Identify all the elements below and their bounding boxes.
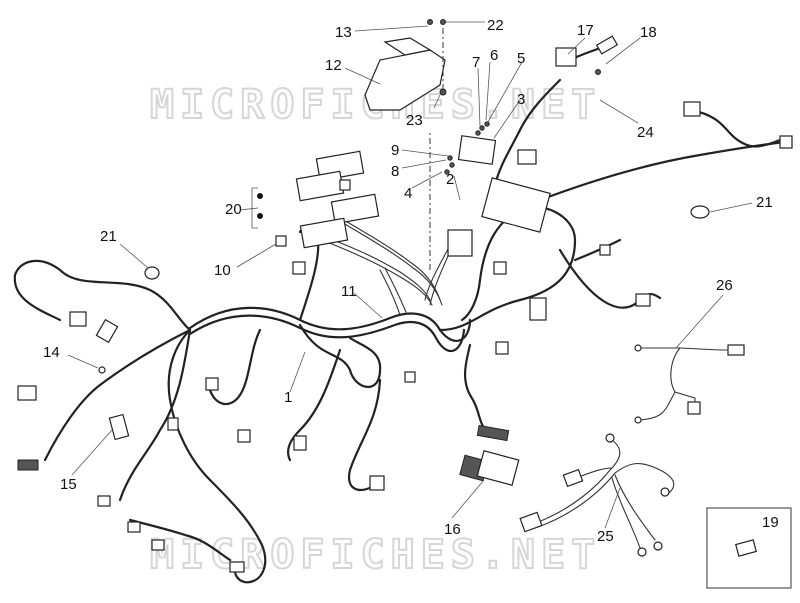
terminal-25c — [653, 541, 663, 551]
connector-i — [167, 417, 179, 431]
callout-23: 23 — [406, 112, 423, 129]
connector-w — [292, 261, 306, 275]
connector-a — [69, 311, 87, 327]
connector-j — [205, 377, 219, 391]
part-20-bracket — [251, 187, 263, 229]
relay-10 — [275, 235, 287, 247]
connector-u — [779, 135, 793, 149]
connector-v — [517, 149, 537, 165]
callout-6: 6 — [490, 47, 498, 64]
callout-21-right: 21 — [756, 194, 773, 211]
connector-k — [237, 429, 251, 443]
connector-g — [151, 539, 165, 551]
terminal-26a — [634, 344, 642, 352]
connector-m — [404, 371, 416, 383]
callout-3: 3 — [517, 91, 525, 108]
callout-8: 8 — [391, 163, 399, 180]
connector-25a — [519, 511, 543, 533]
main-harness — [13, 140, 787, 584]
callout-26: 26 — [716, 277, 733, 294]
connector-26a — [727, 344, 745, 356]
connector-r — [599, 244, 611, 256]
callouts: 1 2 3 4 5 6 7 8 9 10 11 12 13 14 15 16 1… — [43, 17, 779, 545]
connector-15 — [108, 413, 130, 441]
connector-p — [529, 297, 547, 321]
watermark-bottom: MICROFICHES.NET — [150, 532, 601, 578]
connector-c — [17, 385, 37, 401]
part-16 — [459, 424, 520, 486]
connector-25b — [562, 468, 584, 488]
connector-d — [17, 459, 39, 471]
callout-12: 12 — [325, 57, 342, 74]
connector-f — [127, 521, 141, 533]
callout-15: 15 — [60, 476, 77, 493]
connector-b — [95, 318, 119, 344]
leader-lines — [67, 21, 753, 529]
callout-1: 1 — [284, 389, 292, 406]
callout-24: 24 — [637, 124, 654, 141]
callout-20: 20 — [225, 201, 242, 218]
callout-5: 5 — [517, 50, 525, 67]
parts-17-18 — [555, 35, 619, 75]
connector-19 — [735, 539, 757, 557]
callout-13: 13 — [335, 24, 352, 41]
connector-o — [493, 261, 507, 275]
callout-4: 4 — [404, 185, 412, 202]
terminal-25a — [605, 433, 615, 443]
callout-14: 14 — [43, 344, 60, 361]
inset-box-19 — [706, 507, 792, 589]
connector-h — [229, 561, 245, 573]
connector-l — [293, 435, 307, 451]
callout-11: 11 — [341, 283, 357, 300]
callout-10: 10 — [214, 262, 231, 279]
connectors — [17, 101, 793, 573]
callout-2: 2 — [446, 171, 454, 188]
bracket-12 — [364, 19, 447, 270]
small-hardware — [444, 121, 490, 175]
terminal-26b — [634, 416, 642, 424]
callout-19: 19 — [762, 514, 779, 531]
part-25-harness — [519, 433, 675, 557]
connector-n — [369, 475, 385, 491]
terminal-25b — [660, 487, 670, 497]
callout-21-left: 21 — [100, 228, 117, 245]
terminal-14 — [98, 366, 106, 374]
harness-bundle-center — [319, 214, 456, 316]
connector-s — [635, 293, 651, 307]
callout-22: 22 — [487, 17, 504, 34]
callout-25: 25 — [597, 528, 614, 545]
ring-21-right — [690, 205, 710, 219]
part-26-harness — [634, 344, 745, 424]
terminal-25d — [637, 547, 647, 557]
fuse-boxes — [275, 150, 380, 249]
callout-7: 7 — [472, 54, 480, 71]
ring-21-left — [144, 266, 160, 280]
connector-e — [97, 495, 111, 507]
callout-16: 16 — [444, 521, 461, 538]
connector-26b — [687, 401, 701, 415]
connector-q — [495, 341, 509, 355]
central-block — [447, 135, 551, 257]
connector-t — [683, 101, 701, 117]
callout-17: 17 — [577, 22, 594, 39]
callout-9: 9 — [391, 142, 399, 159]
callout-18: 18 — [640, 24, 657, 41]
